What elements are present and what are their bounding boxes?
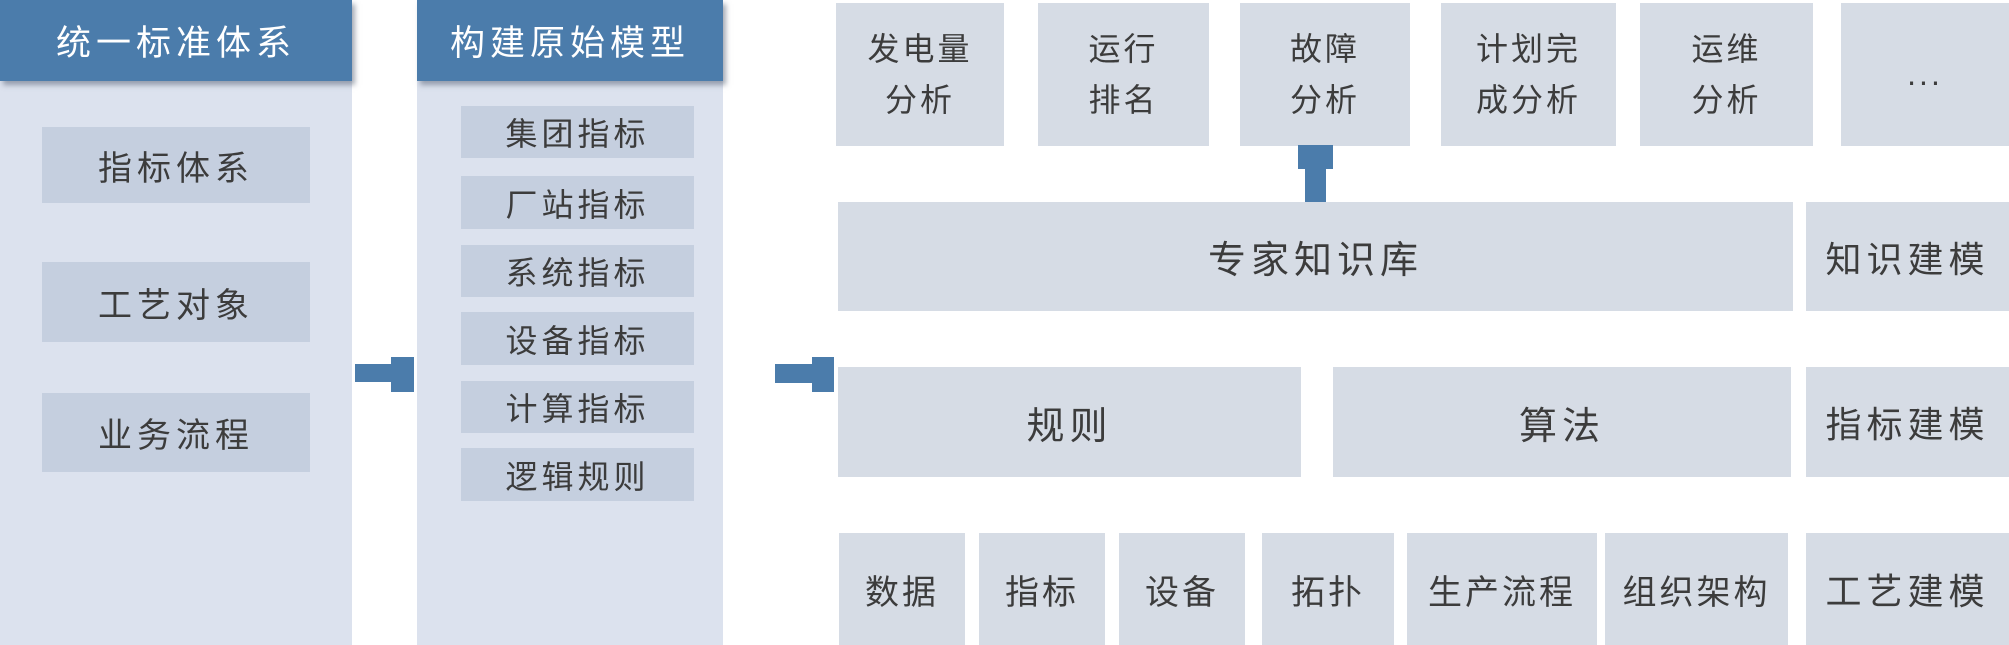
device-indicator-label: 设备指标 xyxy=(505,322,650,359)
maintenance-analysis-box: 运维 分析 xyxy=(1640,3,1813,146)
data-box: 数据 xyxy=(839,533,965,645)
analysis-line: 分析 xyxy=(1289,81,1360,118)
topology-label: 拓扑 xyxy=(1291,573,1365,612)
original-model-header-label: 构建原始模型 xyxy=(449,24,690,63)
indicator-modeling-label: 指标建模 xyxy=(1825,404,1990,445)
analysis-line: 分析 xyxy=(1691,81,1762,118)
calc-indicator-item: 计算指标 xyxy=(461,381,694,433)
arrow-shaft xyxy=(1305,169,1326,202)
data-label: 数据 xyxy=(865,573,939,612)
expert-knowledge-box: 专家知识库 xyxy=(838,202,1793,311)
indicator-box: 指标 xyxy=(979,533,1105,645)
unified-standard-header: 统一标准体系 xyxy=(0,0,352,81)
arrow-shaft xyxy=(775,364,812,383)
system-indicator-item: 系统指标 xyxy=(461,245,694,297)
process-object-label: 工艺对象 xyxy=(98,286,254,325)
business-process-item: 业务流程 xyxy=(42,393,310,472)
algorithm-box: 算法 xyxy=(1333,367,1791,477)
operation-ranking-box: 运行 排名 xyxy=(1038,3,1209,146)
logic-rule-label: 逻辑规则 xyxy=(505,458,650,495)
arrow-head xyxy=(812,357,834,392)
algorithm-label: 算法 xyxy=(1518,405,1605,448)
analysis-line: 计划完 xyxy=(1475,30,1581,67)
analysis-line: 成分析 xyxy=(1475,81,1581,118)
unified-standard-header-label: 统一标准体系 xyxy=(55,24,296,63)
production-process-label: 生产流程 xyxy=(1428,573,1576,612)
logic-rule-item: 逻辑规则 xyxy=(461,448,694,501)
calc-indicator-label: 计算指标 xyxy=(505,391,650,427)
group-indicator-item: 集团指标 xyxy=(461,106,694,158)
production-process-box: 生产流程 xyxy=(1407,533,1597,645)
indicator-system-label: 指标体系 xyxy=(98,149,254,188)
arrow-head xyxy=(391,357,414,392)
process-object-item: 工艺对象 xyxy=(42,262,310,342)
expert-knowledge-label: 专家知识库 xyxy=(1207,240,1423,282)
knowledge-modeling-label: 知识建模 xyxy=(1825,238,1990,280)
arrow-head xyxy=(1298,145,1333,169)
analysis-line: 运行 xyxy=(1088,30,1159,67)
process-modeling-label: 工艺建模 xyxy=(1825,571,1990,612)
fault-analysis-box: 故障 分析 xyxy=(1240,3,1410,146)
analysis-line: 故障 xyxy=(1289,30,1360,67)
device-box: 设备 xyxy=(1119,533,1245,645)
more-analysis-box: ... xyxy=(1841,3,2009,146)
plan-completion-analysis-box: 计划完 成分析 xyxy=(1441,3,1616,146)
plant-indicator-label: 厂站指标 xyxy=(505,186,650,223)
arrow-shaft xyxy=(355,364,391,382)
generation-analysis-box: 发电量 分析 xyxy=(836,3,1004,146)
indicator-modeling-box: 指标建模 xyxy=(1806,367,2009,477)
analysis-line: 排名 xyxy=(1088,81,1159,118)
system-indicator-label: 系统指标 xyxy=(505,255,650,291)
org-structure-label: 组织架构 xyxy=(1622,573,1771,612)
plant-indicator-item: 厂站指标 xyxy=(461,176,694,229)
device-indicator-item: 设备指标 xyxy=(461,312,694,365)
analysis-line: 运维 xyxy=(1691,30,1762,67)
ellipsis-label: ... xyxy=(1907,56,1943,93)
rule-box: 规则 xyxy=(838,367,1301,477)
indicator-label: 指标 xyxy=(1005,573,1079,612)
knowledge-modeling-box: 知识建模 xyxy=(1806,202,2009,311)
group-indicator-label: 集团指标 xyxy=(505,116,650,152)
analysis-line: 发电量 xyxy=(867,30,973,67)
device-label: 设备 xyxy=(1145,573,1219,612)
rule-label: 规则 xyxy=(1026,405,1113,448)
org-structure-box: 组织架构 xyxy=(1605,533,1788,645)
process-modeling-box: 工艺建模 xyxy=(1806,533,2009,645)
analysis-line: 分析 xyxy=(884,81,955,118)
topology-box: 拓扑 xyxy=(1262,533,1394,645)
business-process-label: 业务流程 xyxy=(98,417,254,455)
indicator-system-item: 指标体系 xyxy=(42,127,310,203)
original-model-header: 构建原始模型 xyxy=(417,0,723,81)
